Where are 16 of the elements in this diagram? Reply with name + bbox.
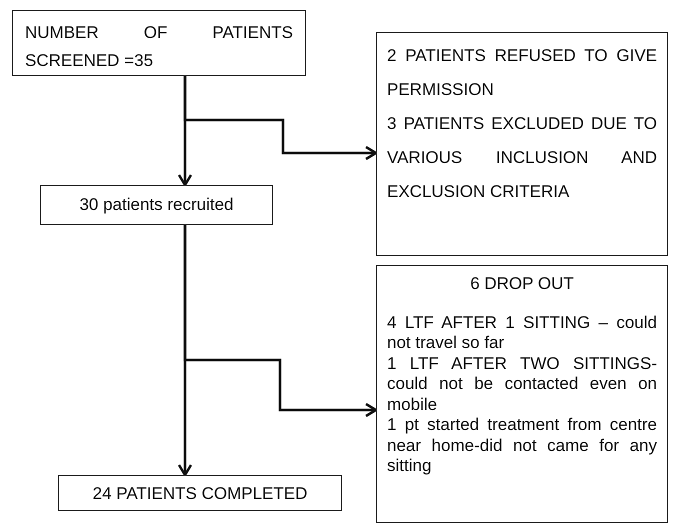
box-text: 1 pt started treatment from centre near home-did not came for any sitting	[387, 415, 657, 476]
process-box	[376, 32, 668, 256]
box-text: 6 DROP OUT	[469, 274, 575, 294]
box-text: NUMBER OF PATIENTS SCREENED =35	[25, 22, 293, 72]
box-text: 3 PATIENTS EXCLUDED DUE TO VARIOUS INCLUSION AND EXCLUSION CRITERIA	[387, 113, 657, 203]
arrow	[184, 225, 378, 418]
process-box	[40, 185, 273, 225]
box-text: 30 patients recruited	[78, 194, 235, 216]
process-box	[58, 475, 342, 511]
box-text: 24 PATIENTS COMPLETED	[92, 483, 308, 505]
box-text: 1 LTF AFTER TWO SITTINGS-could not be contacted even on mobile	[387, 354, 657, 415]
box-text: 4 LTF AFTER 1 SITTING – could not travel so far	[387, 312, 657, 354]
process-box	[12, 10, 306, 76]
box-text: 2 PATIENTS REFUSED TO GIVE PERMISSION	[387, 45, 657, 101]
process-box	[376, 265, 668, 523]
arrow	[184, 76, 378, 160]
